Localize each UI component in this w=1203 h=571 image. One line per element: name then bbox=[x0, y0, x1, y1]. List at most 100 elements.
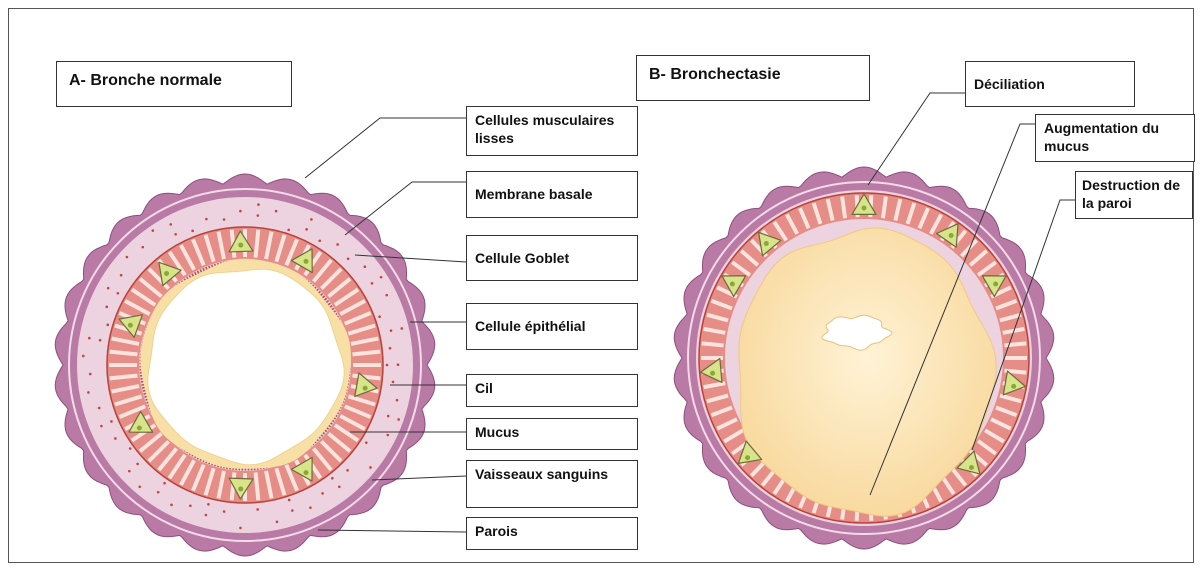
goblet-nucleus bbox=[128, 323, 133, 328]
blood-vessel-dot bbox=[336, 243, 339, 246]
blood-vessel-dot bbox=[239, 210, 242, 213]
goblet-nucleus bbox=[137, 426, 142, 431]
panel-a-title: A- Bronche normale bbox=[56, 61, 292, 107]
label-epithelial-cell: Cellule épithélial bbox=[466, 303, 638, 350]
blood-vessel-dot bbox=[106, 324, 109, 327]
blood-vessel-dot bbox=[223, 218, 226, 221]
label-mucus: Mucus bbox=[466, 418, 638, 450]
label-cilium: Cil bbox=[466, 374, 638, 407]
blood-vessel-dot bbox=[318, 239, 321, 242]
epithelial-cell bbox=[110, 376, 138, 379]
blood-vessel-dot bbox=[114, 437, 117, 440]
goblet-nucleus bbox=[949, 233, 954, 238]
goblet-nucleus bbox=[745, 455, 750, 460]
blood-vessel-dot bbox=[365, 441, 368, 444]
goblet-nucleus bbox=[1011, 384, 1016, 389]
goblet-nucleus bbox=[969, 465, 974, 470]
blood-vessel-dot bbox=[191, 230, 194, 233]
label-wall: Parois bbox=[466, 517, 638, 550]
blood-vessel-dot bbox=[89, 373, 92, 376]
blood-vessel-dot bbox=[163, 482, 166, 485]
blood-vessel-dot bbox=[129, 447, 132, 450]
blood-vessel-dot bbox=[389, 347, 392, 350]
label-mucus-increase: Augmentation du mucus bbox=[1035, 114, 1195, 162]
epithelial-cell bbox=[352, 352, 380, 355]
blood-vessel-dot bbox=[364, 265, 367, 268]
blood-vessel-dot bbox=[223, 510, 226, 513]
blood-vessel-dot bbox=[397, 418, 400, 421]
blood-vessel-dot bbox=[309, 506, 312, 509]
blood-vessel-dot bbox=[189, 504, 192, 507]
label-basement-membrane: Membrane basale bbox=[466, 171, 638, 218]
leader-deciliation bbox=[868, 93, 965, 185]
blood-vessel-dot bbox=[276, 520, 279, 523]
epithelial-cell bbox=[352, 376, 380, 379]
blood-vessel-dot bbox=[397, 363, 400, 366]
blood-vessel-dot bbox=[400, 327, 403, 330]
blood-vessel-dot bbox=[87, 391, 90, 394]
blood-vessel-dot bbox=[338, 485, 341, 488]
blood-vessel-dot bbox=[105, 306, 108, 309]
blood-vessel-dot bbox=[128, 470, 131, 473]
label-goblet-cell: Cellule Goblet bbox=[466, 235, 638, 281]
blood-vessel-dot bbox=[100, 425, 103, 428]
epithelial-cell bbox=[702, 343, 724, 345]
goblet-nucleus bbox=[164, 271, 169, 276]
blood-vessel-dot bbox=[82, 355, 85, 358]
goblet-nucleus bbox=[730, 282, 735, 287]
blood-vessel-dot bbox=[136, 463, 139, 466]
blood-vessel-dot bbox=[378, 315, 381, 318]
epithelial-cell bbox=[1004, 343, 1026, 345]
blood-vessel-dot bbox=[99, 339, 102, 342]
epithelial-cell bbox=[110, 352, 138, 355]
goblet-nucleus bbox=[993, 282, 998, 287]
leader-wall bbox=[318, 530, 466, 532]
epithelial-cell bbox=[256, 230, 259, 258]
blood-vessel-dot bbox=[310, 218, 313, 221]
blood-vessel-dot bbox=[385, 294, 388, 297]
blood-vessel-dot bbox=[396, 399, 399, 402]
goblet-nucleus bbox=[238, 486, 243, 491]
goblet-nucleus bbox=[862, 206, 867, 211]
blood-vessel-dot bbox=[346, 469, 349, 472]
blood-vessel-dot bbox=[369, 466, 372, 469]
blood-vessel-dot bbox=[88, 337, 91, 340]
label-smooth-muscle: Cellules musculaires lisses bbox=[466, 106, 638, 156]
blood-vessel-dot bbox=[275, 210, 278, 213]
blood-vessel-dot bbox=[386, 434, 389, 437]
blood-vessel-dot bbox=[291, 509, 294, 512]
blood-vessel-dot bbox=[207, 503, 210, 506]
blood-vessel-dot bbox=[152, 229, 155, 232]
blood-vessel-dot bbox=[390, 329, 393, 332]
blood-vessel-dot bbox=[138, 486, 141, 489]
blood-vessel-dot bbox=[110, 420, 113, 423]
blood-vessel-dot bbox=[331, 477, 334, 480]
goblet-nucleus bbox=[304, 259, 309, 264]
panel-b-title: B- Bronchectasie bbox=[636, 55, 870, 101]
blood-vessel-dot bbox=[347, 258, 350, 261]
blood-vessel-dot bbox=[380, 276, 383, 279]
blood-vessel-dot bbox=[239, 527, 242, 530]
goblet-nucleus bbox=[304, 470, 309, 475]
blood-vessel-dot bbox=[126, 256, 129, 259]
blood-vessel-dot bbox=[287, 229, 290, 232]
blood-vessel-dot bbox=[205, 218, 208, 221]
blood-vessel-dot bbox=[157, 491, 160, 494]
blood-vessel-dot bbox=[174, 233, 177, 236]
blood-vessel-dot bbox=[170, 504, 173, 507]
label-blood-vessels: Vaisseaux sanguins bbox=[466, 460, 638, 508]
blood-vessel-dot bbox=[141, 246, 144, 249]
goblet-nucleus bbox=[238, 243, 243, 248]
blood-vessel-dot bbox=[257, 203, 260, 206]
blood-vessel-dot bbox=[169, 223, 172, 226]
blood-vessel-dot bbox=[205, 514, 208, 517]
blood-vessel-dot bbox=[117, 292, 120, 295]
blood-vessel-dot bbox=[392, 381, 395, 384]
label-wall-destruction: Destruction de la paroi bbox=[1075, 171, 1193, 219]
blood-vessel-dot bbox=[387, 415, 390, 418]
goblet-nucleus bbox=[764, 241, 769, 246]
normal-bronchus bbox=[55, 174, 435, 556]
blood-vessel-dot bbox=[386, 364, 389, 367]
epithelial-cell bbox=[256, 472, 259, 500]
